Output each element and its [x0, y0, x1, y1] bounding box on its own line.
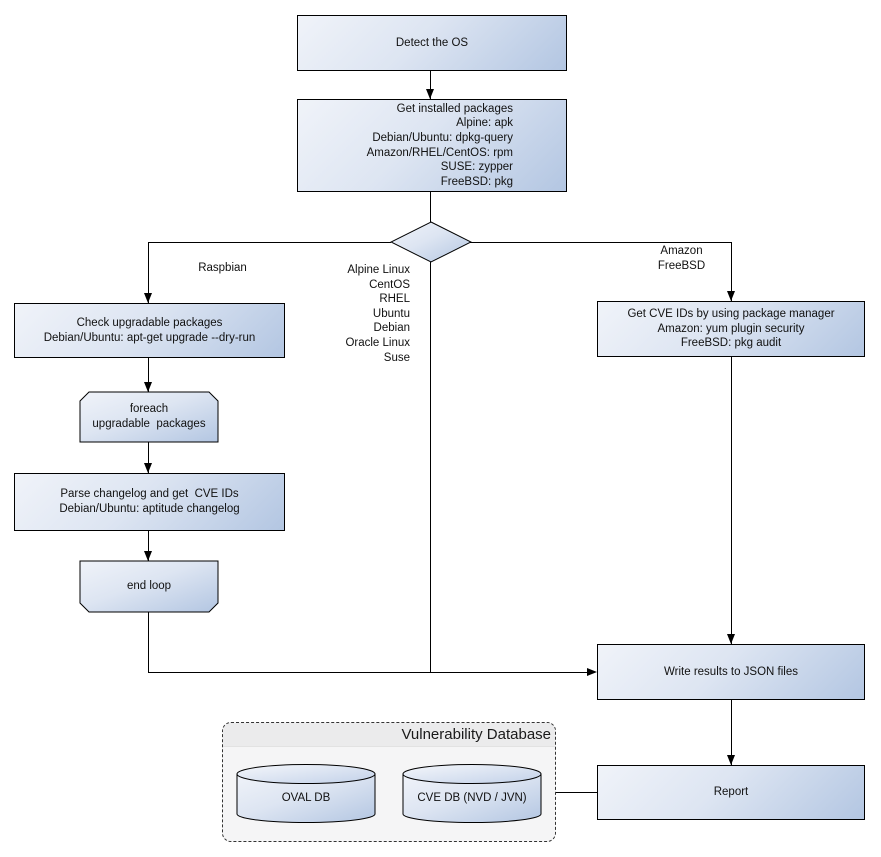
- node-get-cve-ids: Get CVE IDs by using package manager Ama…: [597, 301, 865, 357]
- arrowhead-into-end-loop: [144, 551, 152, 561]
- connector-getcve-to-write-results: [731, 357, 732, 644]
- connector-write-results-to-report: [731, 700, 732, 765]
- connector-detect-to-packages: [430, 71, 431, 99]
- arrowhead-into-write-results-left: [587, 668, 597, 676]
- connector-parse-to-endloop: [148, 531, 149, 561]
- connector-merge-to-write-results: [148, 672, 588, 673]
- cve-db-cylinder: [402, 764, 542, 823]
- connector-decision-middle-down: [430, 262, 431, 673]
- node-end-loop-shape: [79, 560, 219, 613]
- arrowhead-into-write-results-top: [727, 634, 735, 644]
- edge-label-amazon-freebsd: Amazon FreeBSD: [657, 245, 706, 272]
- arrowhead-into-parse-changelog: [144, 463, 152, 473]
- connector-foreach-to-parse: [148, 442, 149, 473]
- node-parse-changelog: Parse changelog and get CVE IDs Debian/U…: [14, 473, 285, 531]
- arrowhead-into-report: [727, 755, 735, 765]
- arrowhead-into-foreach: [144, 382, 152, 392]
- connector-check-to-foreach: [148, 358, 149, 392]
- oval-db-label: OVAL DB: [281, 791, 331, 804]
- arrowhead-into-get-cve-ids: [727, 291, 735, 301]
- vulnerability-database-title: Vulnerability Database: [223, 723, 555, 747]
- node-write-results: Write results to JSON files: [597, 644, 865, 700]
- connector-cvedb-to-report: [544, 792, 597, 793]
- edge-label-raspbian: Raspbian: [198, 262, 247, 274]
- node-detect-os: Detect the OS: [297, 15, 567, 71]
- connector-packages-to-decision: [430, 192, 431, 222]
- connector-decision-right: [470, 242, 731, 243]
- node-report: Report: [597, 765, 865, 820]
- cve-db-label: CVE DB (NVD / JVN): [417, 791, 527, 804]
- node-get-installed-packages: Get installed packages Alpine: apk Debia…: [297, 99, 567, 192]
- connector-left-branch-down: [148, 242, 149, 303]
- node-foreach-loop-shape: [79, 391, 219, 443]
- arrowhead-into-packages: [426, 89, 434, 99]
- oval-db-cylinder: [236, 764, 376, 823]
- node-os-decision-diamond: [390, 221, 472, 263]
- node-foreach-loop-label: foreach upgradable packages: [92, 403, 206, 430]
- node-end-loop-label: end loop: [126, 580, 172, 593]
- connector-decision-left: [148, 242, 391, 243]
- arrowhead-into-check-upgradable: [144, 293, 152, 303]
- edge-label-os-list: Alpine Linux CentOS RHEL Ubuntu Debian O…: [345, 264, 410, 364]
- connector-right-branch-down: [731, 242, 732, 301]
- connector-endloop-down: [148, 612, 149, 673]
- node-check-upgradable-packages: Check upgradable packages Debian/Ubuntu:…: [14, 303, 285, 358]
